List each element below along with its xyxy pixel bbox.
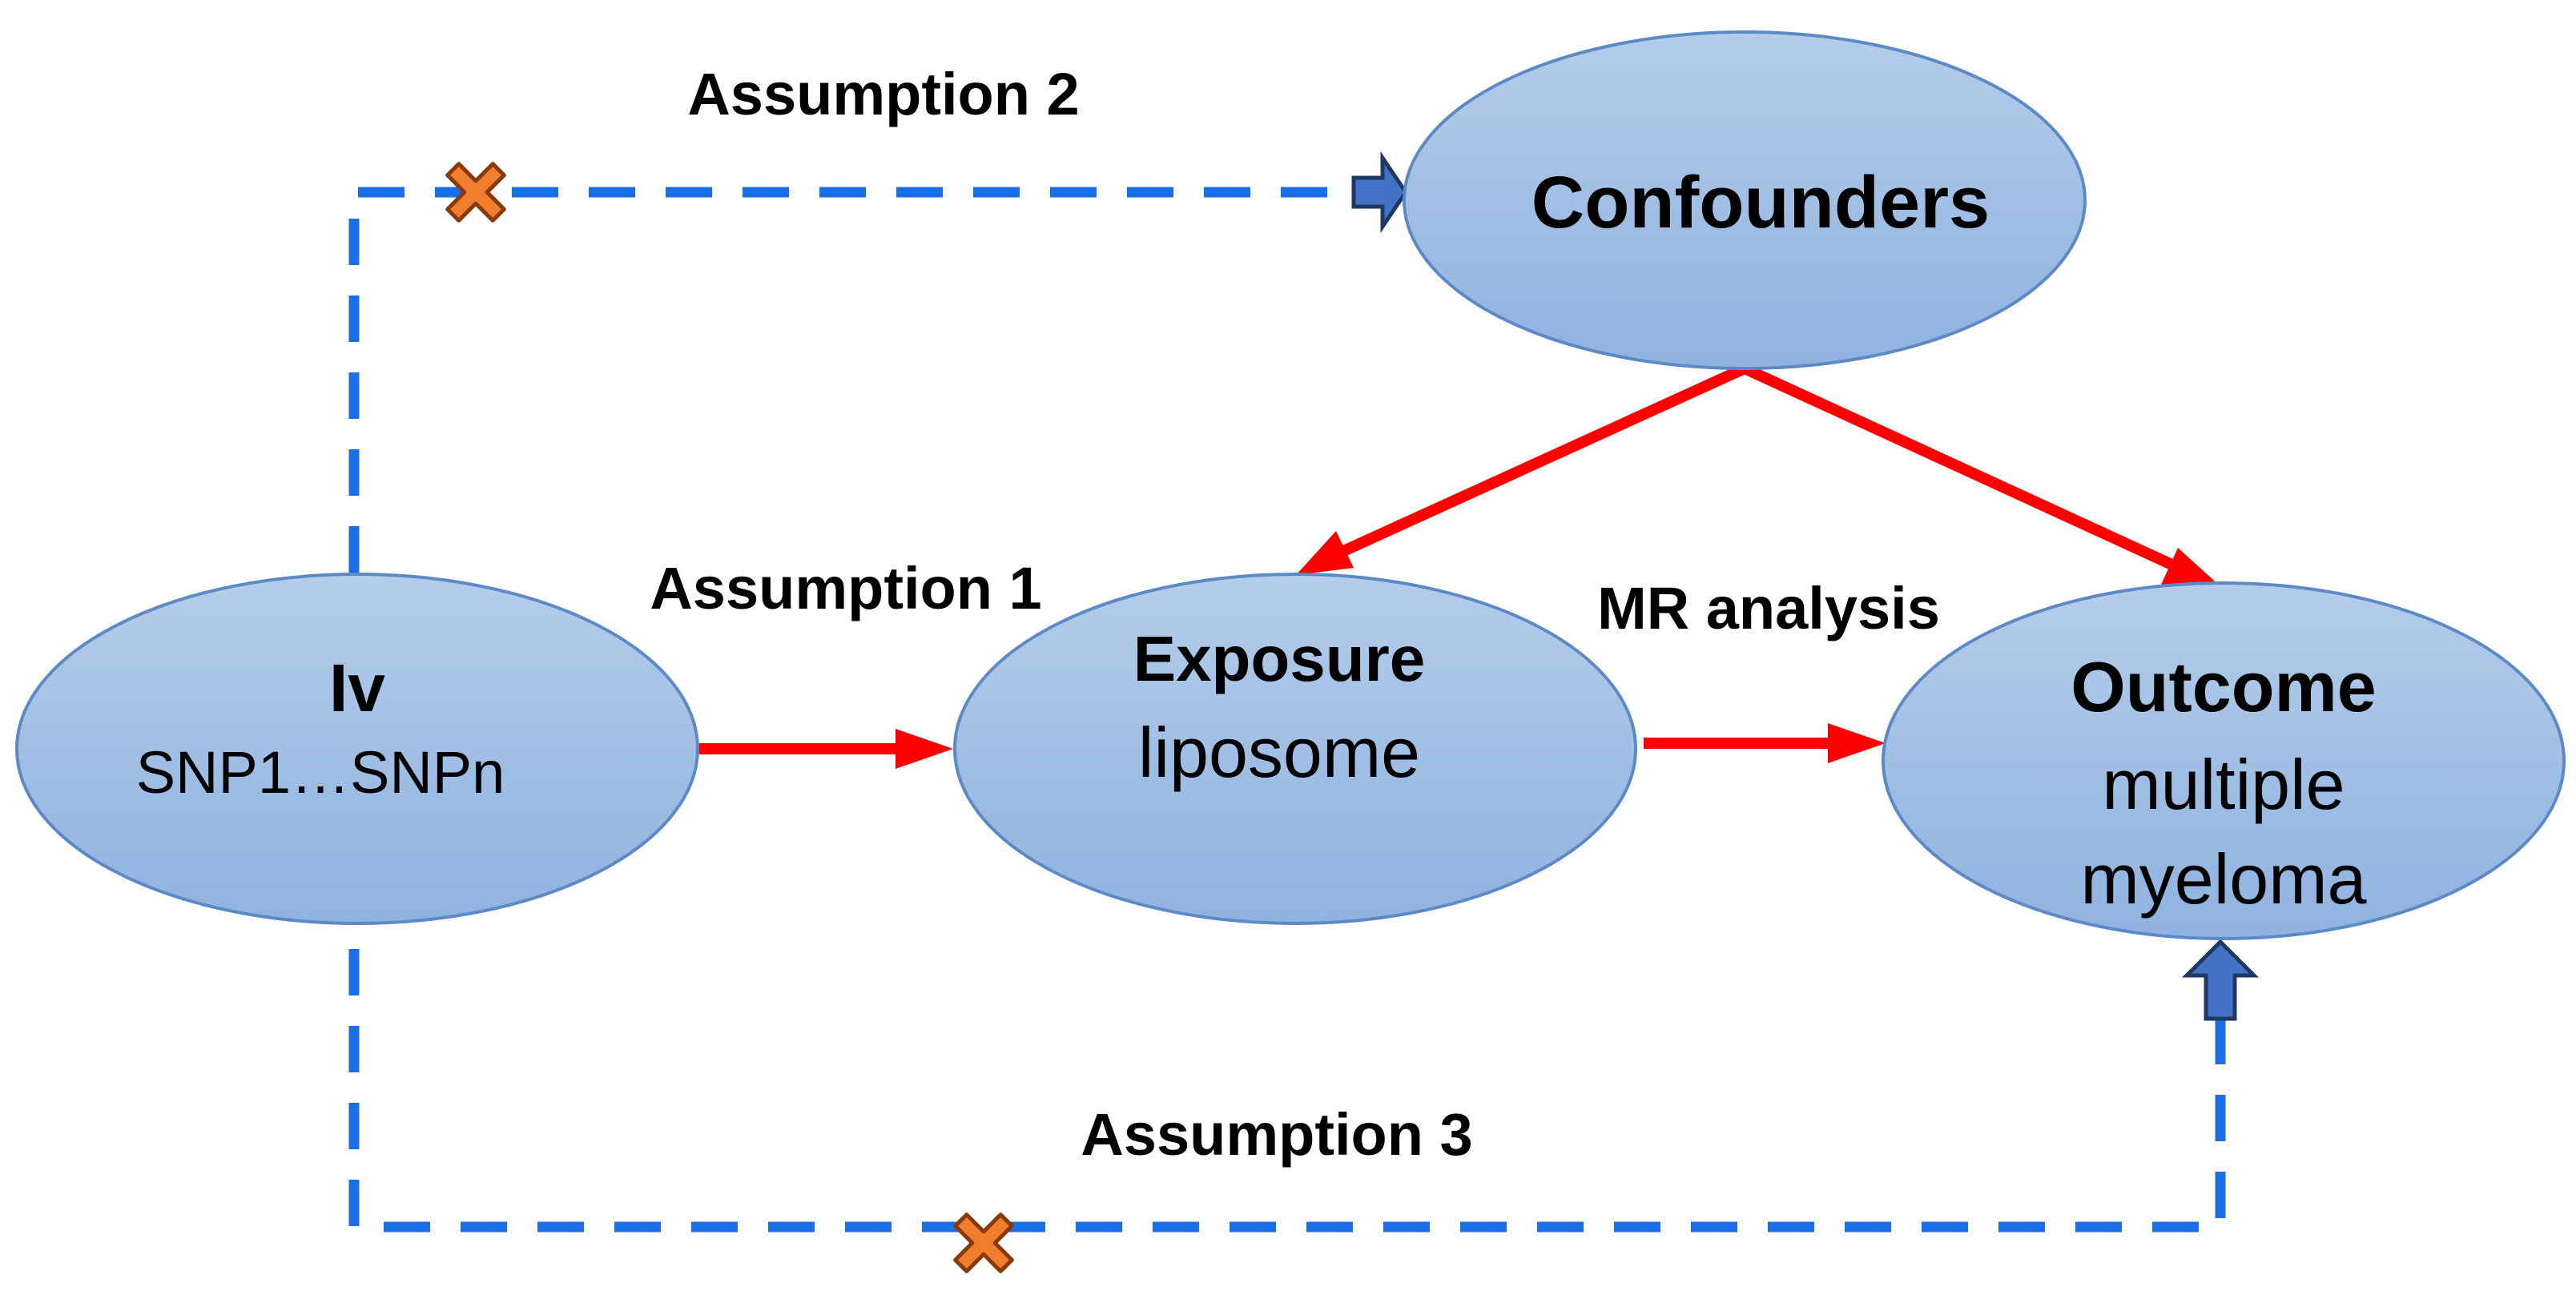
arrow-iv-to-exposure — [698, 729, 953, 769]
assumption-2-path — [348, 187, 1386, 573]
node-outcome-title: Outcome — [2071, 647, 2376, 726]
assumption-3-path — [348, 949, 2226, 1233]
block-arrow-icon — [2181, 939, 2260, 1021]
node-exposure-title: Exposure — [1133, 623, 1426, 694]
assumption-2-label: Assumption 2 — [687, 61, 1079, 127]
node-outcome-subtitle-line1: multiple — [2102, 745, 2345, 824]
x-cross-icon — [445, 162, 506, 223]
node-exposure-subtitle: liposome — [1138, 713, 1420, 792]
arrow-exposure-to-outcome — [1644, 723, 1886, 763]
x-cross-icon — [953, 1213, 1014, 1273]
node-confounders-title: Confounders — [1532, 162, 1990, 243]
arrow-confounders-to-exposure — [1296, 363, 1747, 575]
assumption-1-label: Assumption 1 — [650, 555, 1041, 621]
node-outcome: Outcome multiple myeloma — [1882, 581, 2566, 940]
node-iv-subtitle: SNP1…SNPn — [136, 739, 505, 806]
node-iv-title: Iv — [329, 650, 385, 726]
node-outcome-subtitle-line2: myeloma — [2081, 839, 2367, 919]
mr-analysis-label: MR analysis — [1597, 575, 1940, 641]
block-arrow-icon — [1351, 151, 1409, 234]
arrow-confounders-to-outcome — [1742, 363, 2221, 587]
node-iv: Iv SNP1…SNPn — [15, 573, 699, 925]
node-exposure: Exposure liposome — [953, 573, 1637, 925]
node-confounders: Confounders — [1403, 30, 2087, 370]
assumption-3-label: Assumption 3 — [1081, 1101, 1472, 1168]
